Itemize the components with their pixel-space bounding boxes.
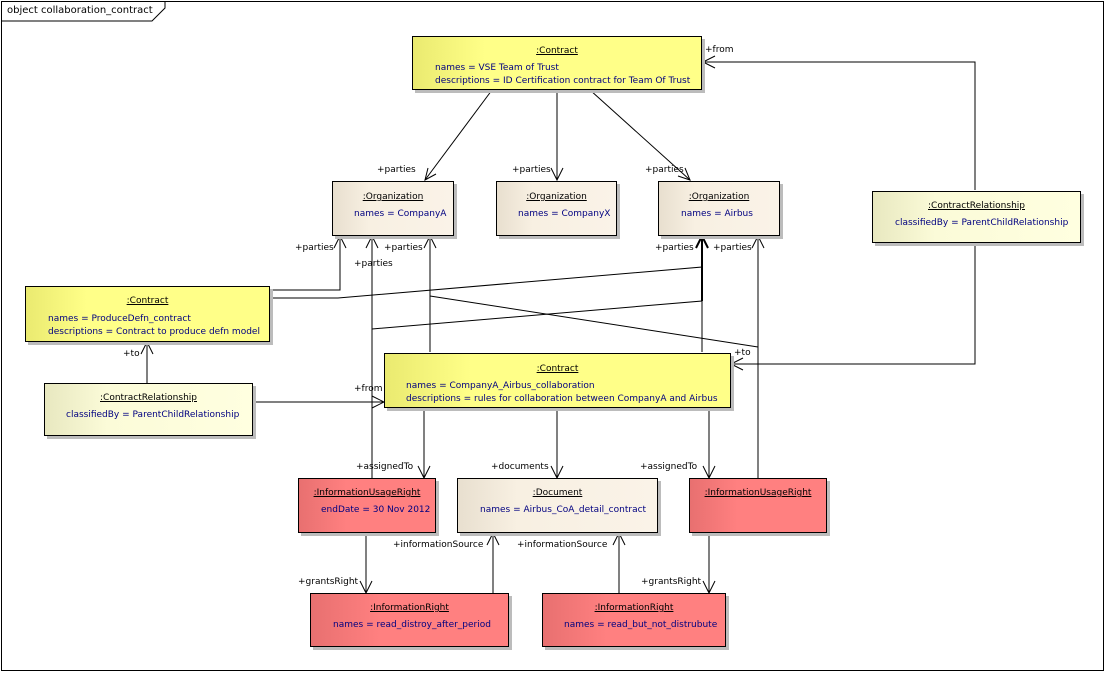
node-type: :ContractRelationship — [100, 393, 197, 403]
role-label-to: +to — [734, 348, 751, 358]
arrow-head — [612, 531, 626, 546]
information-usage-right-right-node[interactable]: :InformationUsageRight — [689, 478, 827, 533]
node-type: :Contract — [536, 364, 579, 374]
node-attr: names = ProduceDefn_contract — [48, 314, 191, 324]
contract-relationship-left-node[interactable]: :ContractRelationship classifiedBy = Par… — [44, 383, 253, 436]
node-attr: names = VSE Team of Trust — [435, 63, 559, 73]
node-type: :Contract — [126, 296, 169, 306]
contract-top-node[interactable]: :Contract names = VSE Team of Trust desc… — [412, 36, 702, 90]
organization-companyx-node[interactable]: :Organization names = CompanyX — [496, 181, 617, 236]
arrow-head — [486, 531, 500, 546]
role-label-to: +to — [123, 349, 140, 359]
arrow-head — [424, 167, 437, 181]
node-attr: names = read_but_not_distrubute — [564, 620, 718, 630]
node-type: :ContractRelationship — [928, 201, 1025, 211]
information-usage-right-left-node[interactable]: :InformationUsageRight endDate = 30 Nov … — [298, 478, 436, 533]
role-label-parties: +parties — [295, 243, 334, 253]
edge-left-companya[interactable] — [270, 236, 341, 291]
node-type: :InformationRight — [370, 603, 449, 613]
node-attr: names = Airbus — [681, 209, 753, 219]
contract-mid-node[interactable]: :Contract names = CompanyA_Airbus_collab… — [384, 353, 731, 408]
arrow-head — [751, 234, 765, 249]
frame-tab — [1, 1, 166, 22]
node-attr: descriptions = ID Certification contract… — [435, 76, 691, 86]
role-label-information-source: +informationSource — [517, 540, 608, 550]
contract-left-node[interactable]: :Contract names = ProduceDefn_contract d… — [25, 286, 270, 342]
edge-top-airbus[interactable] — [589, 89, 691, 181]
node-attr: names = CompanyA — [354, 209, 447, 219]
arrow-head — [550, 167, 564, 182]
node-type: :Organization — [688, 192, 750, 202]
node-type: :InformationUsageRight — [313, 488, 421, 498]
node-type: :Document — [532, 488, 583, 498]
information-right-right-node[interactable]: :InformationRight names = read_but_not_d… — [542, 593, 726, 647]
node-attr: descriptions = rules for collaboration b… — [406, 394, 718, 404]
node-type: :InformationRight — [594, 603, 674, 613]
role-label-documents: +documents — [491, 462, 549, 472]
role-label-parties: +parties — [354, 259, 393, 269]
organization-companya-node[interactable]: :Organization names = CompanyA — [332, 181, 454, 236]
role-label-grants-right: +grantsRight — [298, 577, 359, 587]
role-label-parties: +parties — [655, 243, 694, 253]
arrow-head — [729, 357, 744, 371]
node-attr: classifiedBy = ParentChildRelationship — [895, 218, 1069, 228]
role-label-grants-right: +grantsRight — [641, 577, 702, 587]
edge-cr-right-to[interactable] — [731, 242, 976, 365]
edge-top-companya[interactable] — [424, 89, 493, 181]
node-attr: names = read_distroy_after_period — [333, 620, 491, 630]
node-attr: endDate = 30 Nov 2012 — [321, 505, 431, 515]
node-attr: classifiedBy = ParentChildRelationship — [66, 410, 240, 420]
arrow-head — [140, 340, 154, 355]
node-attr: descriptions = Contract to produce defn … — [48, 327, 260, 337]
information-right-left-node[interactable]: :InformationRight names = read_distroy_a… — [310, 593, 509, 647]
role-label-from: +from — [354, 384, 383, 394]
arrow-head — [423, 234, 437, 249]
diagram-title: object collaboration_contract — [7, 5, 153, 16]
node-attr: names = CompanyX — [518, 209, 611, 219]
node-attr: names = Airbus_CoA_detail_contract — [480, 505, 647, 515]
node-type: :Contract — [536, 46, 578, 56]
arrow-head — [701, 55, 716, 69]
role-label-parties: +parties — [713, 243, 752, 253]
role-label-parties: +parties — [512, 165, 551, 175]
edge-cr-right-from[interactable] — [703, 61, 976, 190]
arrow-head — [333, 234, 347, 249]
node-type: :InformationUsageRight — [704, 488, 812, 498]
role-label-parties: +parties — [377, 165, 416, 175]
role-label-assigned-to: +assignedTo — [356, 462, 414, 472]
edge-crossing[interactable] — [429, 295, 759, 348]
role-label-assigned-to: +assignedTo — [640, 462, 698, 472]
node-attr: names = CompanyA_Airbus_collaboration — [406, 381, 595, 391]
role-label-parties: +parties — [645, 165, 684, 175]
document-node[interactable]: :Document names = Airbus_CoA_detail_cont… — [457, 478, 658, 533]
contract-relationship-right-node[interactable]: :ContractRelationship classifiedBy = Par… — [872, 191, 1081, 243]
role-label-information-source: +informationSource — [393, 540, 484, 550]
node-type: :Organization — [526, 192, 587, 202]
arrow-head — [365, 234, 379, 249]
role-label-from-top: +from — [705, 45, 734, 55]
arrow-head — [677, 167, 691, 181]
node-type: :Organization — [362, 192, 424, 202]
role-label-parties: +parties — [384, 243, 423, 253]
organization-airbus-node[interactable]: :Organization names = Airbus — [658, 181, 780, 236]
